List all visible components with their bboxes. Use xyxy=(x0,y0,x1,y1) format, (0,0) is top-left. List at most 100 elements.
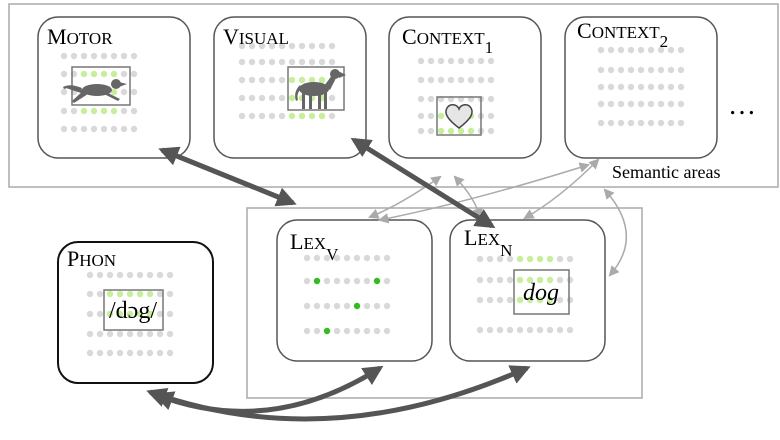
phon-unit xyxy=(126,271,134,279)
context2-unit xyxy=(667,83,675,91)
visual-unit xyxy=(278,94,286,102)
lexv-unit xyxy=(343,254,351,262)
visual-unit xyxy=(298,112,306,120)
context2-unit xyxy=(667,46,675,54)
context2-unit xyxy=(617,83,625,91)
motor-unit xyxy=(100,125,108,133)
unit-grids xyxy=(60,42,685,357)
context1-unit xyxy=(447,57,455,65)
visual-unit xyxy=(258,42,266,50)
context1-unit xyxy=(417,57,425,65)
lexv-unit xyxy=(353,277,361,285)
motor-unit xyxy=(130,52,138,60)
motor-unit xyxy=(60,52,68,60)
visual-unit xyxy=(278,42,286,50)
phon-unit xyxy=(86,290,94,298)
context2-unit xyxy=(647,66,655,74)
visual-unit xyxy=(318,76,326,84)
lexn-unit xyxy=(526,276,534,284)
lexn-unit xyxy=(506,296,514,304)
strong-connections xyxy=(146,137,531,422)
context2-unit xyxy=(627,66,635,74)
weak-arrow-context1-lexv xyxy=(368,175,442,219)
visual-unit xyxy=(328,58,336,66)
motor-unit xyxy=(70,107,78,115)
phon-unit xyxy=(126,330,134,338)
lexn-unit xyxy=(496,326,504,334)
motor-unit xyxy=(60,70,68,78)
visual-unit xyxy=(248,42,256,50)
phon-unit xyxy=(156,349,164,357)
context2-unit xyxy=(657,83,665,91)
lexn-unit xyxy=(556,296,564,304)
motor-unit xyxy=(120,52,128,60)
phon-area-box xyxy=(57,241,214,384)
phon-unit xyxy=(116,349,124,357)
lexv-unit xyxy=(343,277,351,285)
phon-unit xyxy=(166,349,174,357)
weak-arrow-context2-lexn-side xyxy=(603,188,628,277)
context1-unit xyxy=(477,76,485,84)
context2-unit xyxy=(627,100,635,108)
ellipsis: … xyxy=(728,90,756,121)
context2-unit xyxy=(597,46,605,54)
visual-unit xyxy=(278,76,286,84)
visual-unit xyxy=(308,42,316,50)
context2-unit xyxy=(617,100,625,108)
lexv-unit xyxy=(373,302,381,310)
phon-unit xyxy=(146,271,154,279)
motor-unit xyxy=(130,125,138,133)
context2-unit xyxy=(607,83,615,91)
context1-unit xyxy=(457,127,465,135)
context2-unit xyxy=(647,119,655,127)
context1-unit xyxy=(427,112,435,120)
phon-unit xyxy=(96,330,104,338)
phon-unit xyxy=(126,290,134,298)
lexv-unit xyxy=(373,254,381,262)
context1-unit xyxy=(447,76,455,84)
context2-unit xyxy=(667,100,675,108)
lexv-unit xyxy=(383,254,391,262)
motor-unit xyxy=(90,52,98,60)
motor-unit xyxy=(90,107,98,115)
phon-unit xyxy=(156,271,164,279)
lex-v-label: LEXV xyxy=(290,229,339,264)
phon-unit xyxy=(116,290,124,298)
phon-unit xyxy=(86,310,94,318)
visual-unit xyxy=(288,76,296,84)
lexv-unit xyxy=(343,327,351,335)
motor-unit xyxy=(80,125,88,133)
context1-unit xyxy=(487,95,495,103)
lexn-unit xyxy=(536,276,544,284)
context2-unit xyxy=(637,46,645,54)
visual-unit xyxy=(278,58,286,66)
context1-unit xyxy=(437,57,445,65)
context2-unit xyxy=(647,100,655,108)
lexn-unit xyxy=(506,326,514,334)
lexn-unit xyxy=(566,276,574,284)
phon-unit xyxy=(106,349,114,357)
lexv-unit xyxy=(353,254,361,262)
phon-unit xyxy=(116,330,124,338)
phon-unit xyxy=(136,290,144,298)
lex-n-label: LEXN xyxy=(464,225,512,260)
lexv-unit xyxy=(363,254,371,262)
visual-unit xyxy=(258,94,266,102)
context2-unit xyxy=(647,83,655,91)
phon-unit xyxy=(126,310,134,318)
context2-unit xyxy=(657,119,665,127)
visual-unit xyxy=(308,58,316,66)
visual-unit xyxy=(288,58,296,66)
context1-unit xyxy=(487,76,495,84)
lexv-unit xyxy=(303,302,311,310)
strong-arrow-visual-lexn xyxy=(350,137,496,229)
lex-n-highlight-frame xyxy=(513,269,570,315)
context1-unit xyxy=(457,76,465,84)
phon-unit xyxy=(106,330,114,338)
visual-unit xyxy=(318,42,326,50)
lexn-unit xyxy=(486,296,494,304)
context1-unit xyxy=(427,127,435,135)
context1-unit xyxy=(437,112,445,120)
visual-unit xyxy=(258,58,266,66)
lexn-unit xyxy=(546,296,554,304)
